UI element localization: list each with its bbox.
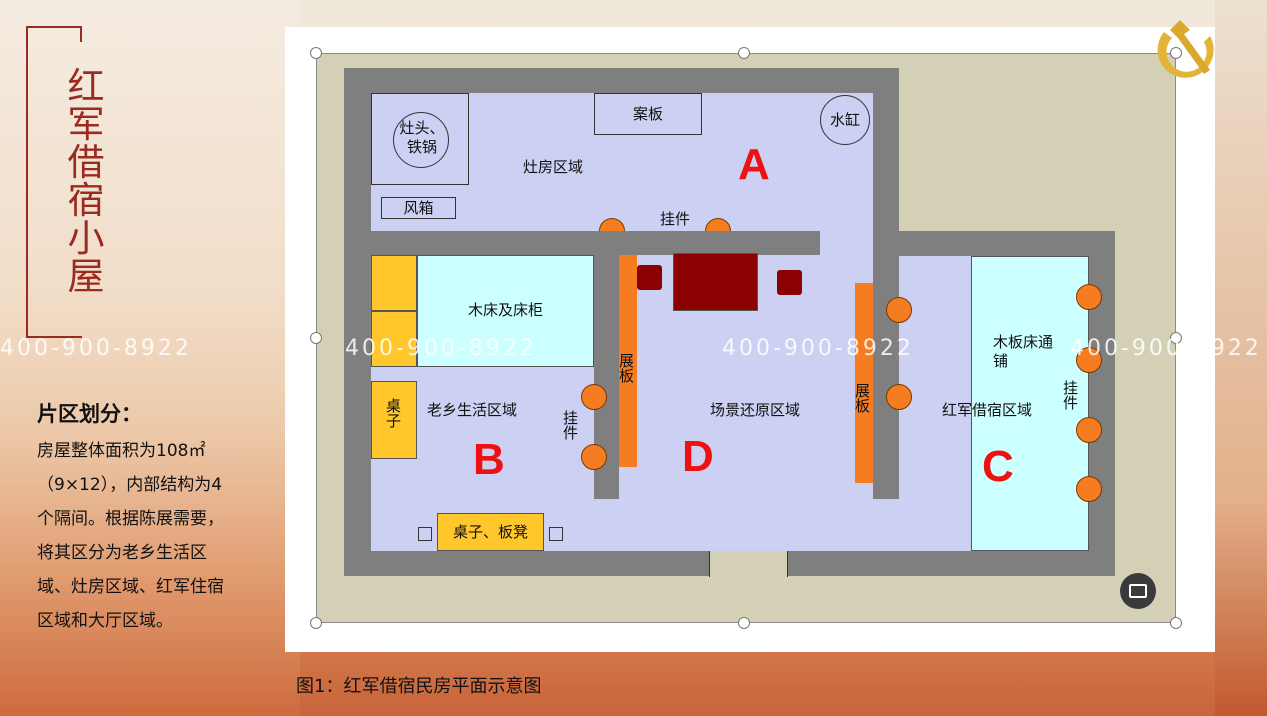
chair: [777, 270, 802, 295]
watermark-text: 400-900-8922: [722, 336, 914, 361]
room-c-wall: [873, 231, 899, 499]
hanging-marker: [1076, 417, 1102, 443]
description-text: 房屋整体面积为108㎡（9×12），内部结构为4个隔间。根据陈展需要，将其区分为…: [37, 441, 224, 631]
redarmy-hangings-label: 挂件: [1061, 380, 1079, 410]
resize-handle[interactable]: [310, 617, 322, 629]
slide-title: 红军借宿小屋: [67, 65, 105, 298]
resize-handle[interactable]: [310, 332, 322, 344]
hanging-marker: [581, 444, 607, 470]
display-panel-right: 展板: [853, 283, 873, 483]
hanging-marker: [886, 384, 912, 410]
zone-a-label: A: [738, 140, 770, 189]
stove-area: [371, 93, 469, 185]
hanging-marker: [886, 297, 912, 323]
zone-b-label: B: [473, 435, 505, 484]
zone-d-label: D: [682, 432, 714, 481]
stool: [549, 527, 563, 541]
resize-handle[interactable]: [1170, 332, 1182, 344]
resize-handle[interactable]: [1170, 47, 1182, 59]
water-jar: 水缸: [820, 95, 870, 145]
villager-zone-label: 老乡生活区域: [427, 401, 518, 419]
section-heading: 片区划分：: [37, 402, 142, 426]
board-label: 案板: [594, 93, 702, 135]
hanging-marker: [1076, 347, 1102, 373]
resize-handle[interactable]: [1170, 617, 1182, 629]
villager-hangings-label: 挂件: [561, 410, 579, 440]
entrance-door[interactable]: [709, 551, 788, 577]
title-bracket: [26, 26, 82, 338]
bed-cabinet: [371, 311, 417, 367]
center-table: [673, 253, 758, 311]
bunk-area: [971, 256, 1089, 551]
table-label: 桌子: [371, 381, 417, 459]
watermark-text: 400-900-8922: [0, 336, 192, 361]
background-left: [0, 0, 300, 716]
hall-zone-label: 场景还原区域: [710, 401, 801, 419]
redarmy-zone-label: 红军借宿区域: [942, 401, 1033, 419]
stove-label: 灶头、铁锅: [399, 119, 445, 156]
passage-c: [873, 499, 899, 551]
resize-handle[interactable]: [310, 47, 322, 59]
zone-c-label: C: [982, 442, 1014, 491]
bed-label: 木床及床柜: [417, 255, 594, 367]
watermark-text: 400-900-8922: [345, 336, 537, 361]
resize-handle[interactable]: [738, 47, 750, 59]
resize-handle[interactable]: [738, 617, 750, 629]
chair: [637, 265, 662, 290]
bunk-label: 木板床通铺: [993, 333, 1054, 370]
table-bench-label: 桌子、板凳: [437, 513, 544, 551]
hanging-marker: [581, 384, 607, 410]
background-right: [1215, 0, 1267, 716]
kitchen-zone-label: 灶房区域: [523, 158, 584, 176]
kitchen-wall: [344, 231, 820, 255]
display-panel-left: 展板: [617, 255, 637, 467]
stove-circle: [393, 112, 449, 168]
figure-caption: 图1：红军借宿民房平面示意图: [296, 676, 542, 697]
bellows-label: 风箱: [381, 197, 456, 219]
passage: [820, 231, 873, 255]
watermark-text: 400-900-8922: [1070, 336, 1262, 361]
hanging-marker: [1076, 476, 1102, 502]
hammer-sickle-icon: [1150, 12, 1224, 86]
hanging-marker: [1076, 284, 1102, 310]
kitchen-hangings-label: 挂件: [660, 210, 691, 228]
image-icon[interactable]: [1120, 573, 1156, 609]
stool: [418, 527, 432, 541]
bed-cabinet: [371, 255, 417, 311]
